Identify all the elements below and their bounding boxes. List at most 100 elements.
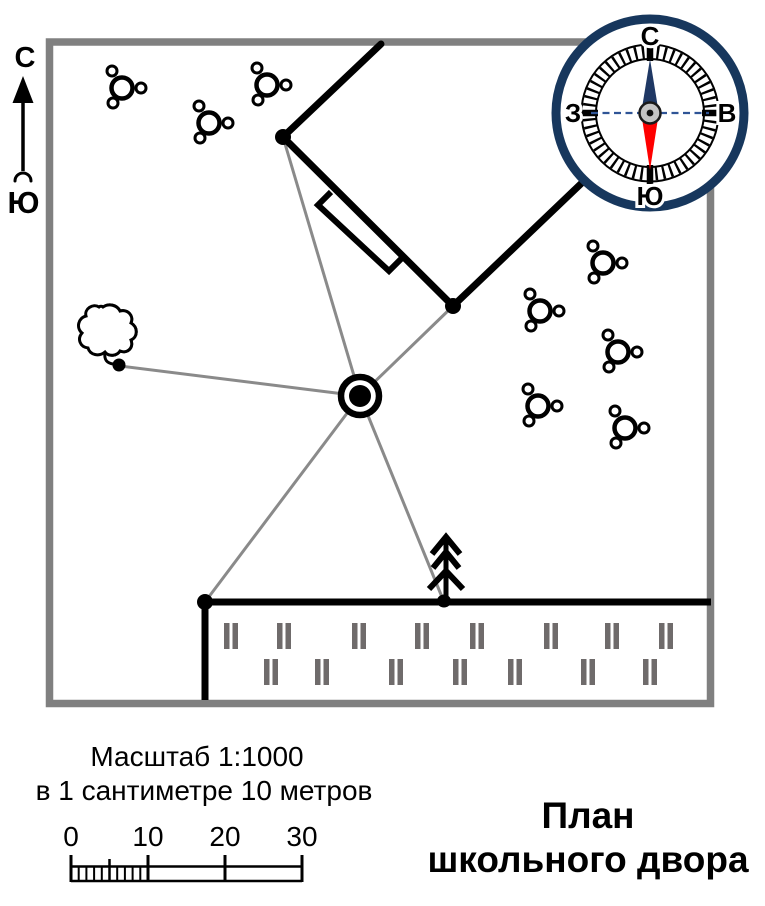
grass-blade [659, 623, 665, 649]
grass-tuft [415, 623, 429, 649]
grass-tuft [508, 659, 522, 685]
plan-title-line1: План [541, 795, 634, 836]
compass-pivot-dot [646, 109, 654, 117]
bush-small-circle [601, 328, 615, 342]
garden-fence [201, 598, 711, 700]
tree-trunk [103, 352, 114, 366]
survey-line [358, 395, 446, 603]
bush-large-circle [109, 75, 135, 101]
grass-blade [552, 623, 558, 649]
conifer-tree-symbol [426, 532, 466, 608]
station-dot [275, 129, 291, 145]
conifer-branch [426, 566, 466, 592]
bush-small-circle [221, 116, 235, 130]
scalebar-label-20: 20 [209, 821, 240, 852]
grass-tuft [605, 623, 619, 649]
scale-subtitle: в 1 сантиметре 10 метров [36, 775, 373, 806]
grass-tuft [224, 623, 238, 649]
north-arrow-tail-arc [13, 171, 33, 183]
scale-bar [69, 855, 304, 883]
grass-blade [423, 623, 429, 649]
grass-blade [581, 659, 587, 685]
scale-bar-subticks [77, 866, 142, 881]
bush-symbol [586, 239, 629, 285]
grass-blade [613, 623, 619, 649]
grass-tuft [315, 659, 329, 685]
grass-blade [667, 623, 673, 649]
bush-small-circle [279, 78, 293, 92]
grass-blade [470, 623, 476, 649]
bush-small-circle [524, 319, 538, 333]
plan-title-line2: школьного двора [427, 839, 748, 880]
grass-blade [272, 659, 278, 685]
grass-blade [508, 659, 514, 685]
grass-blade [516, 659, 522, 685]
grass-blade [605, 623, 611, 649]
bush-symbol [250, 61, 293, 107]
scale-title: Масштаб 1:1000 [90, 741, 303, 772]
bush-small-circle [521, 382, 535, 396]
scale-block: Масштаб 1:1000 в 1 сантиметре 10 метров … [36, 741, 373, 883]
building-wall-north [279, 40, 385, 141]
bush-small-circle [552, 304, 566, 318]
bush-symbol [105, 64, 148, 110]
bush-large-circle [254, 72, 280, 98]
grass-blade [285, 623, 291, 649]
bush-small-circle [602, 360, 616, 374]
building-porch [313, 189, 405, 276]
grass-tuft [389, 659, 403, 685]
bush-small-circle [250, 61, 264, 75]
grass-blade [643, 659, 649, 685]
station-dot [445, 298, 461, 314]
grass-tuft [643, 659, 657, 685]
survey-line [119, 364, 361, 398]
grass-blade [415, 623, 421, 649]
conifer-branch [430, 547, 462, 570]
grass-blade [224, 623, 230, 649]
scalebar-label-10: 10 [132, 821, 163, 852]
bush-symbol [523, 287, 566, 333]
bush-small-circle [615, 256, 629, 270]
compass-cardinal-tick-south [646, 165, 654, 184]
north-arrow-north-label: С [15, 42, 36, 74]
well-symbol [337, 373, 383, 419]
grass-blade [453, 659, 459, 685]
garden-grass-layer [224, 623, 673, 685]
deciduous-tree-symbol [77, 303, 138, 372]
survey-line [281, 136, 362, 397]
compass-label-south: Ю [637, 181, 664, 211]
grass-blade [478, 623, 484, 649]
north-arrow-head [12, 76, 34, 103]
bush-large-circle [525, 393, 551, 419]
bush-symbol [608, 404, 651, 450]
tree-base-dot [112, 358, 126, 372]
bush-small-circle [106, 96, 120, 110]
bush-small-circle [630, 345, 644, 359]
grass-blade [264, 659, 270, 685]
bush-large-circle [605, 339, 631, 365]
well-center [349, 385, 371, 407]
bush-large-circle [590, 250, 616, 276]
bush-small-circle [193, 131, 207, 145]
grass-tuft [352, 623, 366, 649]
scalebar-label-30: 30 [286, 821, 317, 852]
bush-large-circle [527, 298, 553, 324]
grass-blade [397, 659, 403, 685]
grass-blade [232, 623, 238, 649]
conifer-branch [429, 532, 463, 556]
bush-small-circle [523, 287, 537, 301]
bush-symbol [601, 328, 644, 374]
bush-symbol [192, 99, 235, 145]
grass-blade [651, 659, 657, 685]
grass-blade [544, 623, 550, 649]
bush-small-circle [609, 436, 623, 450]
compass: С Ю З В [551, 14, 749, 214]
grass-blade [352, 623, 358, 649]
scalebar-label-0: 0 [63, 821, 79, 852]
grass-blade [315, 659, 321, 685]
grass-blade [461, 659, 467, 685]
north-arrow: С Ю [8, 42, 40, 220]
bush-small-circle [587, 271, 601, 285]
station-dot [197, 594, 213, 610]
